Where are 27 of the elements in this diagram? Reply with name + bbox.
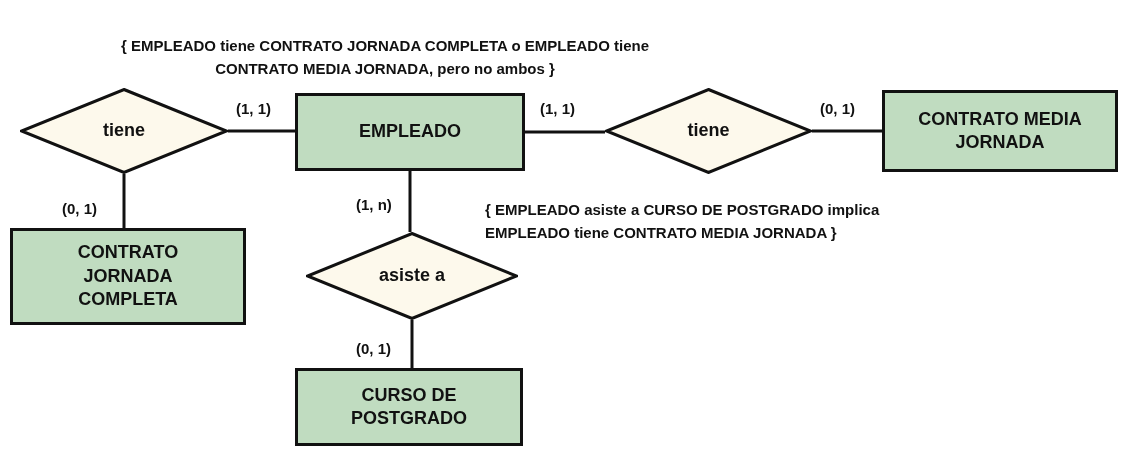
node-label: CONTRATO JORNADA COMPLETA bbox=[76, 241, 180, 312]
connector-line bbox=[410, 320, 414, 368]
node-label: tiene bbox=[102, 119, 146, 143]
cardinality-label: (1, n) bbox=[356, 196, 392, 213]
connector-line bbox=[408, 171, 412, 232]
constraint-note: { EMPLEADO tiene CONTRATO JORNADA COMPLETA o EMPLEADO tiene CONTRATO MEDIA JORNADA, pero no ambos } bbox=[119, 36, 651, 80]
constraint-note: { EMPLEADO asiste a CURSO DE POSTGRADO implica EMPLEADO tiene CONTRATO MEDIA JORNADA } bbox=[485, 200, 881, 244]
cardinality-label: (0, 1) bbox=[356, 340, 391, 357]
node-label: tiene bbox=[686, 119, 731, 143]
relationship-diamond bbox=[20, 88, 228, 174]
cardinality-label: (0, 1) bbox=[62, 200, 97, 217]
entity-box bbox=[295, 368, 523, 446]
node-label: CONTRATO MEDIA JORNADA bbox=[917, 107, 1083, 154]
cardinality-label: (1, 1) bbox=[236, 100, 271, 117]
node-label: CURSO DE POSTGRADO bbox=[350, 383, 468, 430]
connector-line bbox=[812, 129, 882, 133]
entity-box bbox=[295, 93, 525, 171]
connector-line bbox=[525, 130, 605, 134]
cardinality-label: (1, 1) bbox=[540, 100, 575, 117]
cardinality-label: (0, 1) bbox=[820, 100, 855, 117]
node-label: EMPLEADO bbox=[358, 120, 462, 144]
connector-line bbox=[122, 174, 126, 228]
entity-box bbox=[882, 90, 1118, 172]
entity-box bbox=[10, 228, 246, 325]
connector-line bbox=[228, 129, 295, 133]
node-label: asiste a bbox=[377, 264, 447, 288]
relationship-diamond bbox=[605, 88, 812, 174]
